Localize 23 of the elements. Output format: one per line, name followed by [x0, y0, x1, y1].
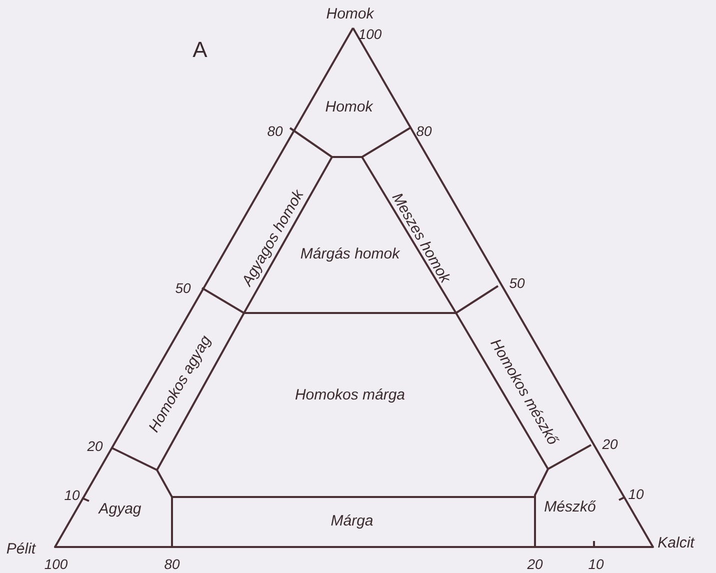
tick-label: 80: [416, 124, 432, 138]
tick-label: 100: [44, 557, 68, 571]
region-label: Márgás homok: [300, 246, 400, 262]
panel-letter: A: [192, 39, 208, 61]
region-label: Homok: [325, 100, 373, 114]
region-label: Pélit: [6, 542, 36, 556]
tick-label: 80: [164, 557, 180, 571]
region-label: Márga: [330, 514, 374, 528]
region-label: Homokos márga: [294, 388, 406, 402]
tick-label: 100: [358, 27, 382, 41]
tick-label: 10: [588, 557, 604, 571]
tick-label: 50: [175, 281, 191, 295]
region-label: Kalcit: [658, 536, 694, 550]
tick-label: 50: [509, 276, 525, 290]
tick-label: 80: [267, 124, 283, 138]
tick-label: 20: [87, 439, 103, 453]
region-label: Agyag: [98, 502, 142, 516]
tick-label: 10: [628, 487, 644, 501]
tick-label: 20: [527, 557, 543, 571]
tick-label: 20: [602, 437, 618, 451]
tick-label: 10: [64, 488, 80, 502]
region-label: Mészkő: [544, 500, 596, 514]
region-label: Homok: [326, 6, 374, 22]
